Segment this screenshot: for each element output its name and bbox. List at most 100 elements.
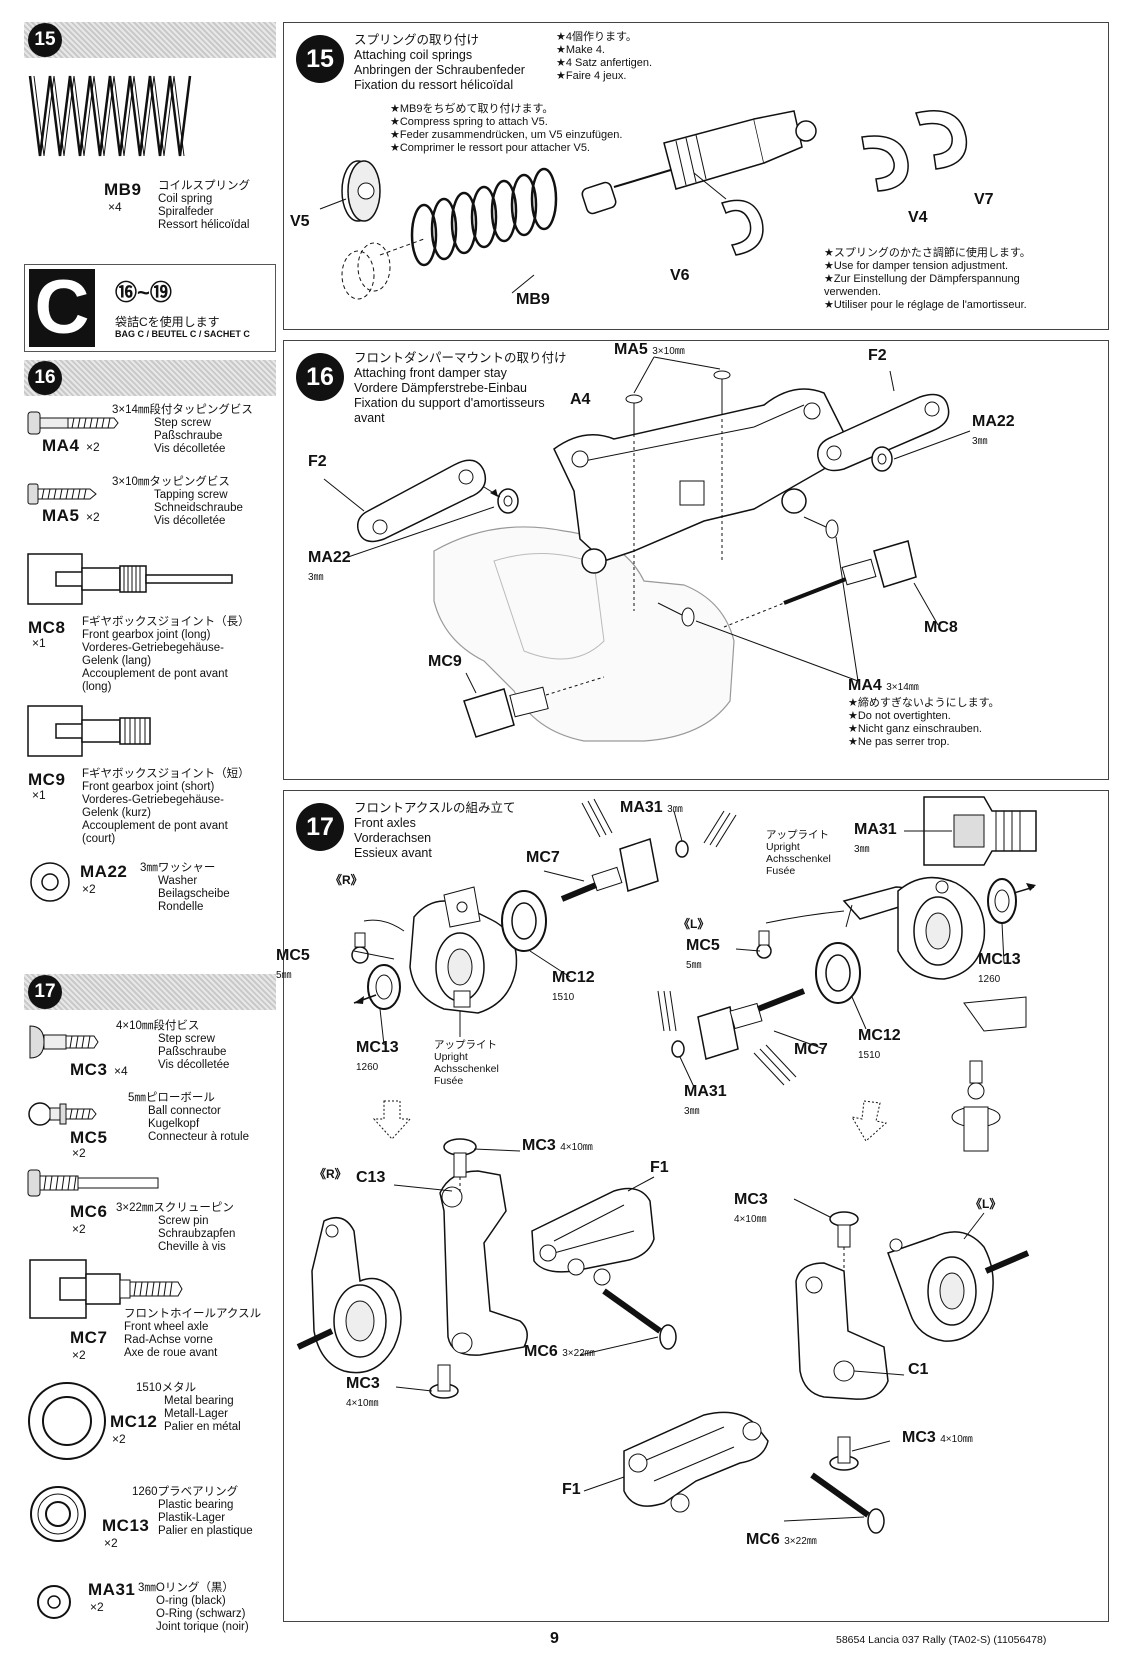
note-fr: ★Comprimer le ressort pour attacher V5. [390, 142, 590, 154]
part-desc-en: Step screw [154, 417, 211, 429]
label-f1-r: F1 [650, 1159, 669, 1176]
part-mc6: MC6 ×2 3×22㎜スクリューピン Screw pin Schraubzap… [24, 1166, 276, 1253]
code: MC3 [522, 1137, 556, 1154]
part-desc-fr: Palier en métal [164, 1421, 241, 1433]
tapping-screw-icon [27, 483, 97, 505]
part-desc-de: Beilagscheibe [158, 888, 230, 900]
part-desc-de: Schraubzapfen [158, 1228, 236, 1240]
part-desc-de: Vorderes-Getriebegehäuse- [82, 794, 224, 806]
part-ma4: MA4 ×2 3×14㎜段付タッピングビス Step screw Paßschr… [24, 404, 276, 474]
label-f2-right: F2 [868, 347, 887, 364]
label-v6: V6 [670, 267, 690, 284]
part-code: MC5 [70, 1128, 108, 1147]
note-de: ★Nicht ganz einschrauben. [848, 723, 982, 735]
part-desc-de: Schneidschraube [154, 502, 243, 514]
step16-number: 16 [296, 353, 344, 401]
part-desc-jp: フロントホイールアクスル [124, 1308, 262, 1320]
code: MA31 [684, 1083, 727, 1100]
code: MC12 [858, 1027, 901, 1044]
part-desc-en: Front gearbox joint (short) [82, 781, 215, 793]
label-f1-l: F1 [562, 1481, 581, 1498]
washer-icon [30, 862, 70, 902]
parts-sidebar: 15 MB9 ×4 コイルスプリング Coil spring Spiralfed… [24, 22, 276, 1622]
part-code: MA5 [42, 506, 80, 525]
label-c13: C13 [356, 1169, 386, 1186]
overtighten-note: ★締めすぎないようにします。 ★Do not overtighten. ★Nic… [848, 697, 1000, 749]
part-qty: ×2 [72, 1146, 86, 1160]
part-mc7: MC7 ×2 フロントホイールアクスル Front wheel axle Rad… [24, 1256, 276, 1366]
part-desc-jp: 1260プラベアリング [132, 1486, 239, 1498]
label-mb9: MB9 [516, 291, 550, 308]
part-desc-jp: コイルスプリング [158, 180, 250, 192]
size: 1510 [552, 992, 575, 1003]
title-jp: スプリングの取り付け [354, 33, 480, 47]
part-desc-fr: Palier en plastique [158, 1525, 253, 1537]
code: MA5 [614, 341, 648, 358]
note-de: ★Zur Einstellung der Dämpferspannung [824, 273, 1020, 285]
label-mc7-l: MC7 [794, 1041, 828, 1058]
note-jp: ★MB9をちぢめて取り付けます。 [390, 103, 554, 115]
label-ma4: MA4 3×14㎜ [848, 677, 919, 695]
part-desc-fr: Vis décolletée [154, 443, 226, 455]
code: MC6 [524, 1343, 558, 1360]
label-mc7-r: MC7 [526, 849, 560, 866]
size: 3×10㎜ [652, 346, 685, 357]
part-desc-fr: Cheville à vis [158, 1241, 226, 1253]
caption-jp: アップライト [766, 829, 829, 841]
part-desc-jp: 3×14㎜段付タッピングビス [112, 404, 253, 416]
part-code: MA4 [42, 436, 80, 455]
part-desc-fr: Accouplement de pont avant [82, 668, 228, 680]
footer-model: 58654 Lancia 037 Rally (TA02-S) (1105647… [836, 1634, 1047, 1646]
label-mc6-r: MC6 3×22㎜ [524, 1343, 595, 1361]
o-ring-icon [37, 1585, 71, 1619]
part-code: MC8 [28, 618, 66, 637]
bag-use-multi: BAG C / BEUTEL C / SACHET C [115, 329, 250, 339]
part-desc-de: Paßschraube [158, 1046, 227, 1058]
upright-caption-l: アップライト Upright Achsschenkel Fusée [766, 829, 831, 877]
title-en: Attaching front damper stay [354, 366, 507, 380]
size: 4×10㎜ [346, 1398, 379, 1409]
label-right-side-assembled: 《R》 [314, 1167, 347, 1181]
part-desc-en: O-ring (black) [156, 1595, 226, 1607]
part-mc5: MC5 ×2 5㎜ピローボール Ball connector Kugelkopf… [24, 1092, 276, 1160]
part-qty: ×1 [32, 636, 46, 650]
part-code: MA31 [88, 1580, 136, 1599]
title-fr-cont: avant [354, 411, 385, 425]
code: MA22 [308, 549, 351, 566]
size: 4×10㎜ [560, 1142, 593, 1153]
note-de: ★Feder zusammendrücken, um V5 einzufügen… [390, 129, 623, 141]
part-qty: ×2 [90, 1600, 104, 1614]
label-v5: V5 [290, 213, 310, 230]
upright-caption-r: アップライト Upright Achsschenkel Fusée [434, 1039, 499, 1087]
part-code: MC13 [102, 1516, 150, 1535]
note-de: ★4 Satz anfertigen. [556, 57, 653, 69]
part-desc-de: Metall-Lager [164, 1408, 228, 1420]
front-damper-stay-illustration [323, 356, 971, 742]
step-screw-icon [29, 1025, 99, 1059]
bag-step-range: ⑯~⑲ [115, 280, 172, 305]
part-qty: ×2 [86, 440, 100, 454]
bag-letter: C [29, 269, 95, 347]
damper-spring-assembly-illustration [319, 109, 968, 300]
label-mc3-top-r: MC3 4×10㎜ [522, 1137, 593, 1155]
part-desc-en: Tapping screw [154, 489, 228, 501]
page-number: 9 [550, 1630, 559, 1647]
bag-c-box: C ⑯~⑲ 袋詰Cを使用します BAG C / BEUTEL C / SACHE… [24, 264, 276, 352]
note-jp: ★4個作ります。 [556, 31, 637, 43]
part-qty: ×2 [112, 1432, 126, 1446]
ball-connector-icon [28, 1102, 97, 1126]
code: MA22 [972, 413, 1015, 430]
note-de-cont: verwenden. [824, 286, 881, 298]
size: 3㎜ [667, 804, 683, 815]
part-desc-en: Metal bearing [164, 1395, 234, 1407]
part-qty: ×2 [86, 510, 100, 524]
label-f2-left: F2 [308, 453, 327, 470]
metal-bearing-icon [28, 1382, 106, 1460]
part-code: MC3 [70, 1060, 108, 1079]
part-desc-fr: Joint torique (noir) [156, 1621, 249, 1633]
code: MC3 [734, 1191, 768, 1208]
label-c1: C1 [908, 1361, 929, 1378]
